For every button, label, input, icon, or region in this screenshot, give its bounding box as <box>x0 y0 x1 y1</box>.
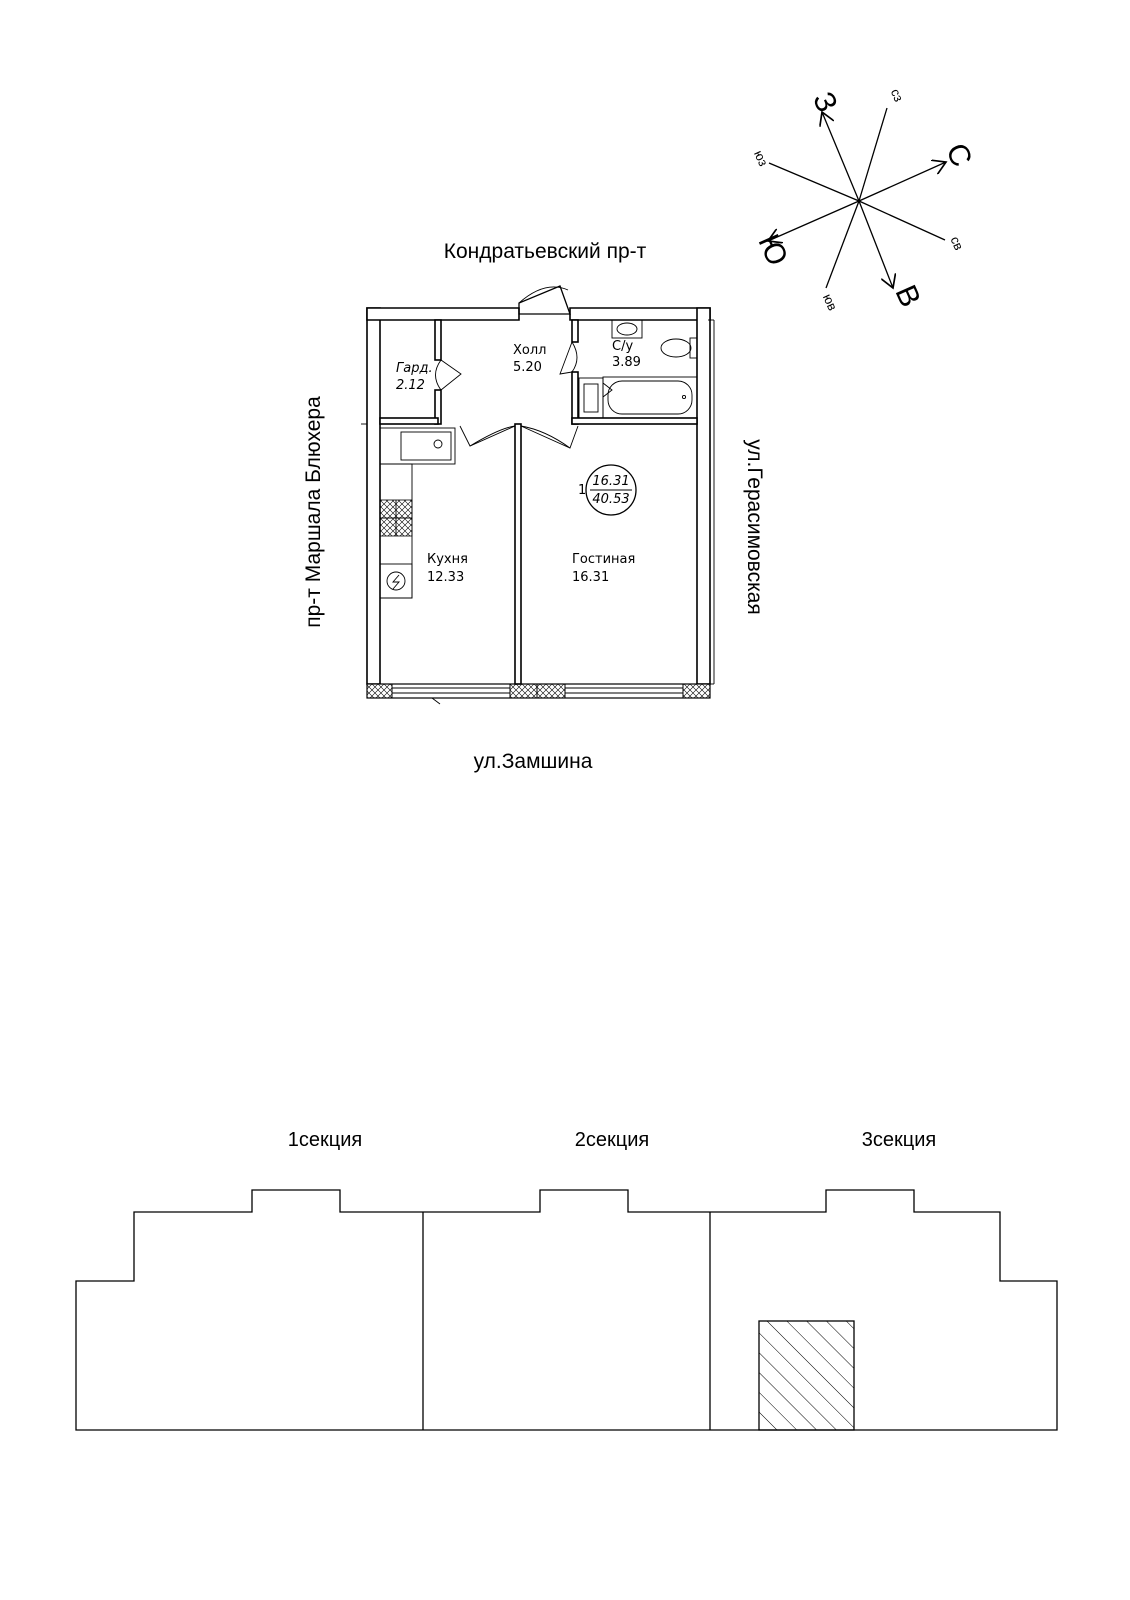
section-3-label: 3секция <box>862 1129 936 1151</box>
bathroom-door <box>559 341 573 375</box>
badge-total-area: 40.53 <box>592 492 629 507</box>
wall-wardrobe-hall <box>434 319 442 361</box>
compass-se-label: юв <box>820 292 841 313</box>
room-wardrobe-name: Гард. <box>396 361 433 376</box>
section-1-label: 1секция <box>288 1129 362 1151</box>
room-living-name: Гостиная <box>572 552 635 567</box>
compass-south-label: Ю <box>751 230 793 271</box>
room-kitchen-name: Кухня <box>427 552 468 567</box>
section-2-label: 2секция <box>575 1129 649 1151</box>
compass-east-label: В <box>889 280 927 312</box>
compass-ne-line <box>858 200 946 241</box>
apartment-plan <box>361 285 715 705</box>
wall-wardrobe-kitchen <box>379 417 439 425</box>
wall-kitchen-living <box>514 423 522 685</box>
room-hall-area: 5.20 <box>513 360 542 375</box>
compass-west-arrow <box>822 112 860 202</box>
outer-wall-left <box>366 307 381 685</box>
sink <box>611 319 643 339</box>
stove <box>379 499 413 537</box>
compass-nw-label: сз <box>888 86 907 104</box>
compass-ne-label: св <box>948 234 967 252</box>
toilet <box>660 337 698 359</box>
outer-wall-right <box>696 307 711 685</box>
compass-south-arrow <box>768 200 860 241</box>
compass-nw-line <box>858 107 888 202</box>
street-bottom-label: ул.Замшина <box>474 750 593 773</box>
compass-se-line <box>825 200 860 289</box>
room-bathroom-area: 3.89 <box>612 355 641 370</box>
street-left-label: пр-т Маршала Блюхера <box>302 396 325 628</box>
apartment-location-marker <box>758 1320 855 1431</box>
compass-north-label: С <box>939 139 978 172</box>
entrance-door <box>518 285 571 315</box>
living-door <box>520 425 579 449</box>
wall-bath-living <box>571 417 698 425</box>
fridge <box>379 563 413 599</box>
building-sections: 1секция 2секция 3секция <box>75 1129 1058 1431</box>
outer-wall-top-right <box>569 307 711 321</box>
badge-living-area: 16.31 <box>592 474 629 489</box>
room-living-area: 16.31 <box>572 570 609 585</box>
compass-north-arrow <box>858 162 946 202</box>
street-top-label: Кондратьевский пр-т <box>444 240 647 263</box>
apartment-badge: 1 16.31 40.53 <box>578 464 637 516</box>
room-bathroom-name: С/у <box>612 339 633 354</box>
compass-sw-label: юз <box>751 148 771 168</box>
building-outline <box>75 1189 1058 1431</box>
compass-sw-line <box>768 162 860 202</box>
badge-rooms-count: 1 <box>578 483 586 498</box>
outer-wall-top-left <box>366 307 520 321</box>
washing-machine <box>578 377 604 419</box>
room-kitchen-area: 12.33 <box>427 570 464 585</box>
compass-west-label: З <box>806 87 844 117</box>
bathtub <box>602 376 698 419</box>
street-right-label: ул.Герасимовская <box>743 439 766 615</box>
room-wardrobe-area: 2.12 <box>396 378 425 393</box>
kitchen-sink <box>379 427 456 465</box>
wall-hall-bath <box>571 319 579 343</box>
compass-east-arrow <box>858 200 893 288</box>
compass-rose: С Ю В З сз св юз юв <box>751 86 978 312</box>
room-hall-name: Холл <box>513 343 546 358</box>
wardrobe-door <box>440 359 462 391</box>
